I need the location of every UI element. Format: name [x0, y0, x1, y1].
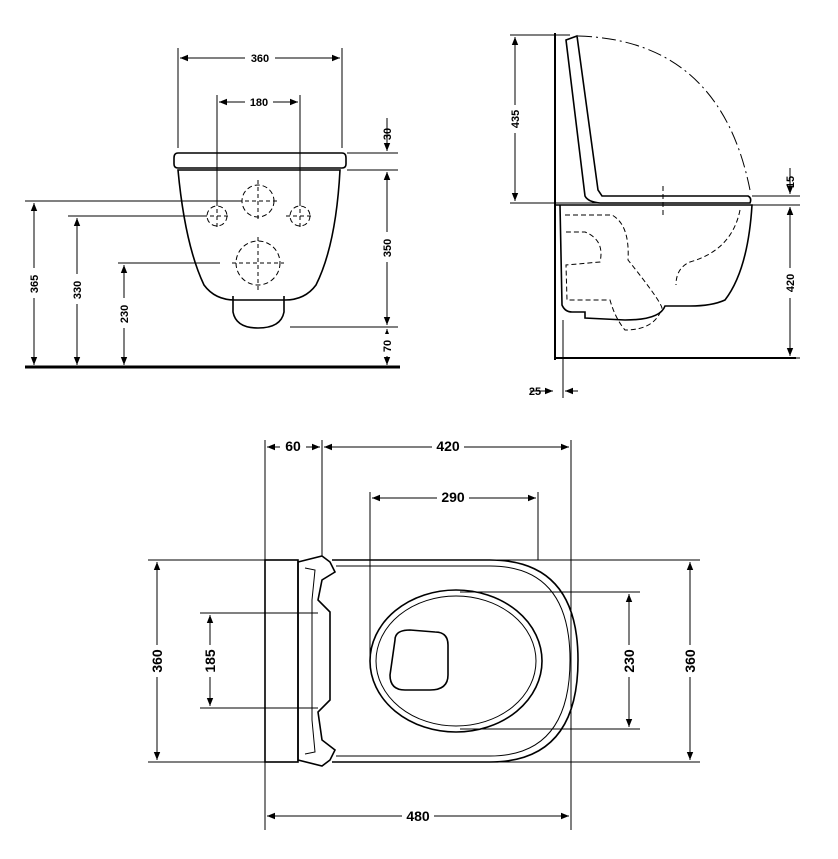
top-bowl-outer — [332, 559, 579, 763]
side-trapway — [565, 214, 663, 331]
top-drain — [389, 629, 449, 691]
side-view: 435 15 420 25 — [508, 33, 800, 398]
dim-420-top: 420 — [436, 438, 460, 454]
dim-480: 480 — [406, 808, 430, 824]
front-bowl — [177, 169, 341, 301]
side-bowl — [555, 204, 753, 321]
front-outlet — [232, 296, 285, 329]
dim-290: 290 — [441, 489, 465, 505]
dim-180: 180 — [250, 97, 268, 109]
dim-185: 185 — [202, 649, 218, 673]
dim-360-top-right: 360 — [682, 649, 698, 673]
dim-25: 25 — [529, 386, 541, 398]
front-view: 360 180 30 350 70 365 330 230 — [25, 48, 400, 369]
dim-230-top: 230 — [621, 649, 637, 673]
top-hinge — [297, 555, 337, 767]
dim-365: 365 — [29, 275, 41, 293]
top-seat-opening — [369, 589, 543, 733]
dim-15: 15 — [785, 176, 797, 188]
dim-230: 230 — [119, 305, 131, 323]
dim-360-front: 360 — [251, 53, 269, 65]
dim-70: 70 — [382, 340, 394, 352]
side-seat — [565, 34, 752, 204]
seat-swing-arc — [577, 35, 751, 191]
dim-420-side: 420 — [785, 274, 797, 292]
top-view: 60 420 290 360 185 230 360 480 — [148, 438, 700, 830]
dim-360-top-left: 360 — [149, 649, 165, 673]
dim-30: 30 — [382, 128, 394, 140]
dim-60: 60 — [285, 438, 301, 454]
front-seat — [173, 152, 347, 169]
top-mount-block — [264, 559, 299, 763]
dim-435: 435 — [510, 110, 522, 128]
dim-330: 330 — [72, 281, 84, 299]
dim-350: 350 — [382, 239, 394, 257]
